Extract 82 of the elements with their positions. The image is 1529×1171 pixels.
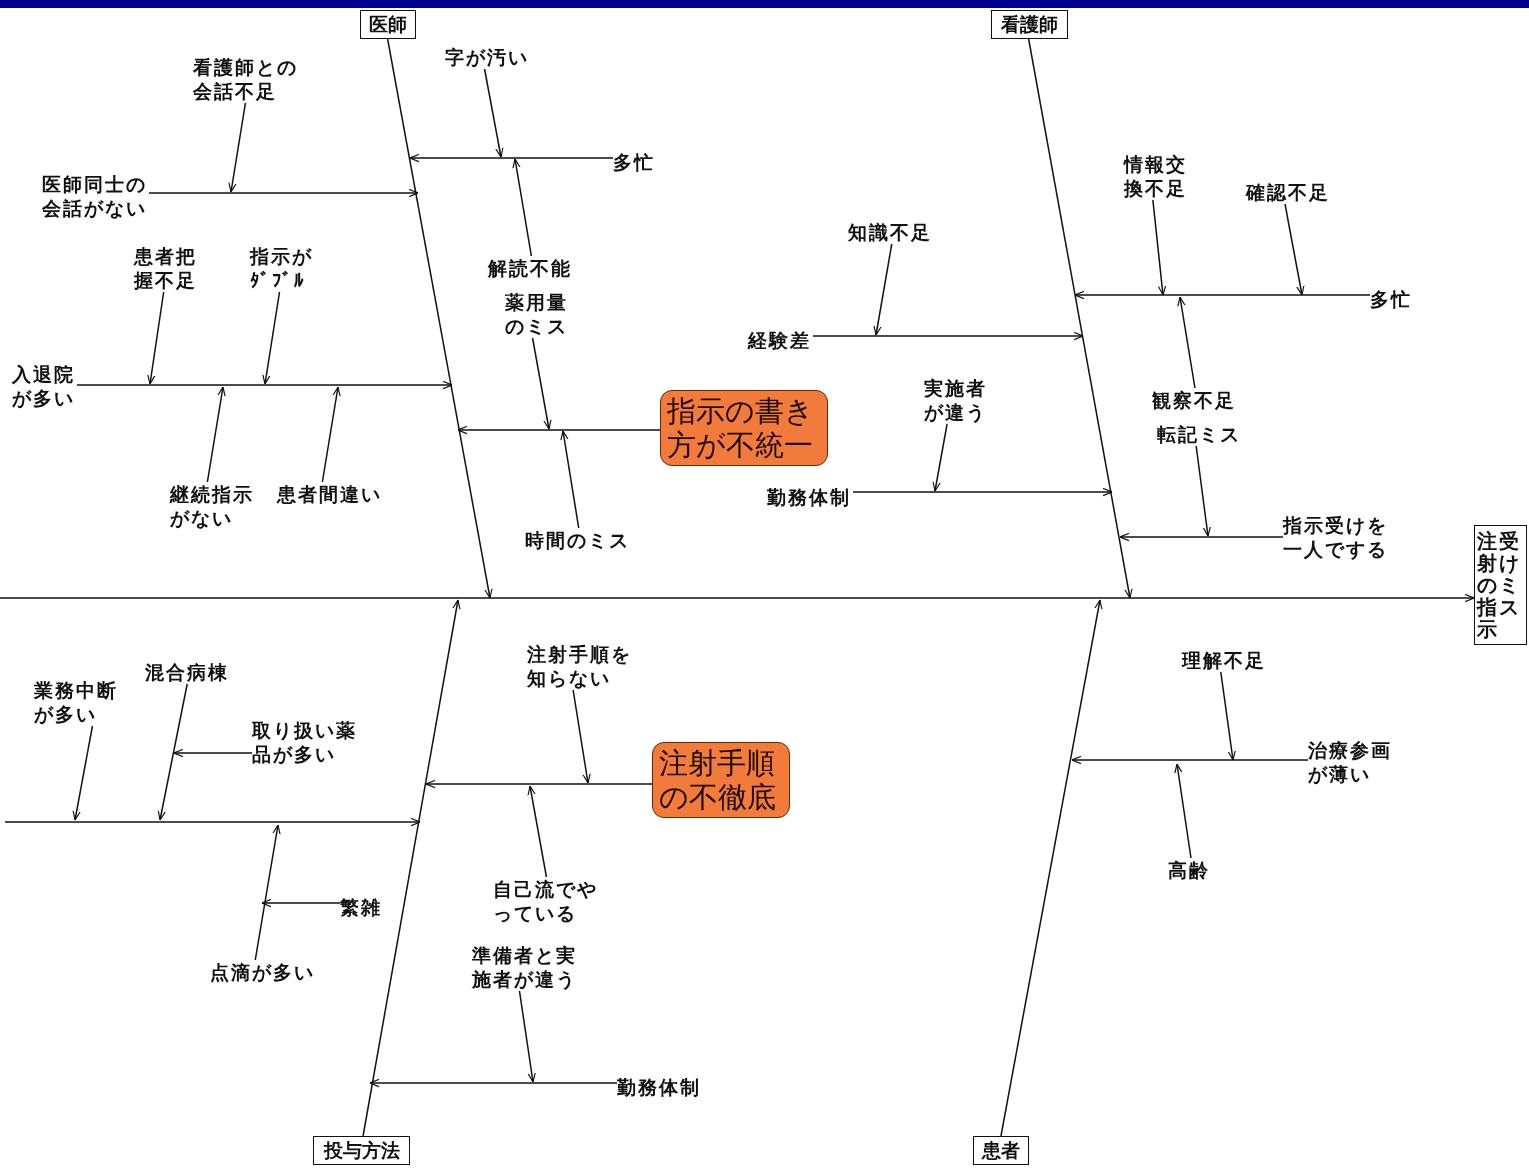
arrow (1027, 38, 1133, 599)
cause-text: 点滴が多い (210, 960, 317, 984)
cause-text: 繁雑 (340, 895, 384, 919)
cause-text: 知識不足 (848, 220, 934, 244)
effect-box: 注射の指示 受けミス (1474, 525, 1527, 645)
cause-text: 看護師との会話不足 (193, 55, 300, 103)
cause-text: 解読不能 (488, 256, 574, 280)
cause-text: 治療参画が薄い (1308, 738, 1394, 786)
arrow (1000, 599, 1103, 1137)
arrow (1174, 763, 1192, 859)
cause-text: 多忙 (613, 150, 657, 174)
cause-text: 指示受けを一人でする (1283, 513, 1390, 561)
cause-text: 業務中断が多い (34, 678, 120, 726)
arrow (321, 386, 341, 483)
arrow (1074, 290, 1371, 300)
arrow (157, 683, 188, 821)
cause-text: 字が汚い (445, 45, 531, 69)
cause-text: 取り扱い薬品が多い (252, 718, 359, 766)
arrow (148, 188, 419, 198)
cause-text: 継続指示がない (170, 482, 256, 530)
cause-text: 準備者と実施者が違う (472, 943, 579, 991)
category-box: 医師 (360, 10, 416, 39)
cause-text: 混合病棟 (145, 660, 231, 684)
arrow (531, 337, 552, 430)
arrow (362, 599, 461, 1137)
arrow (812, 331, 1084, 341)
arrow (147, 291, 165, 385)
arrow (512, 158, 533, 257)
arrow (386, 38, 493, 599)
cause-text: 転記ミス (1157, 422, 1243, 446)
problem-box: 指示の書き方が不統一 (660, 390, 828, 466)
arrow (254, 824, 281, 961)
arrow (425, 779, 653, 789)
cause-text: 患者間違い (277, 482, 384, 506)
cause-text: 確認不足 (1246, 180, 1332, 204)
arrow (1071, 755, 1309, 765)
cause-text: 薬用量のミス (505, 290, 570, 338)
cause-text: 勤務体制 (767, 485, 853, 509)
arrow (0, 593, 1475, 603)
arrow (369, 1078, 618, 1088)
cause-text: 多忙 (1370, 287, 1414, 311)
arrow (483, 68, 504, 158)
category-box: 投与方法 (313, 1136, 410, 1165)
arrow (173, 748, 253, 758)
cause-text: 観察不足 (1152, 388, 1238, 412)
cause-text: 情報交換不足 (1124, 152, 1189, 200)
arrow (572, 689, 591, 784)
cause-text: 経験差 (748, 328, 813, 352)
arrow (1195, 445, 1211, 537)
arrow (1152, 199, 1167, 296)
arrow (409, 153, 614, 163)
cause-text: 実施者が違う (924, 376, 989, 424)
arrow (873, 243, 893, 336)
arrow (1177, 296, 1196, 389)
arrow (1119, 532, 1284, 542)
cause-text: 時間のミス (525, 528, 632, 552)
arrow (932, 423, 948, 492)
arrow (560, 430, 580, 529)
arrow (527, 785, 548, 878)
cause-text: 自己流でやっている (493, 877, 600, 925)
cause-text: 指示がﾀﾞﾌﾞﾙ (250, 244, 315, 292)
arrow (76, 380, 453, 390)
arrow (262, 291, 281, 385)
cause-text: 注射手順を知らない (527, 642, 634, 690)
arrow (72, 725, 94, 821)
arrow (457, 425, 661, 435)
arrow (1220, 671, 1236, 761)
cause-text: 勤務体制 (617, 1075, 703, 1099)
cause-text: 理解不足 (1182, 648, 1268, 672)
arrow (852, 487, 1113, 497)
problem-box: 注射手順の不徹底 (652, 742, 790, 818)
arrow (228, 102, 247, 193)
arrow (206, 386, 226, 483)
category-box: 患者 (973, 1136, 1029, 1165)
category-box: 看護師 (991, 10, 1068, 39)
arrow (518, 990, 536, 1083)
arrow (261, 898, 341, 908)
arrow (1284, 203, 1305, 296)
cause-text: 医師同士の会話がない (42, 172, 149, 220)
cause-text: 高齢 (1168, 858, 1212, 882)
cause-text: 患者把握不足 (134, 244, 199, 292)
cause-text: 入退院が多い (12, 362, 77, 410)
